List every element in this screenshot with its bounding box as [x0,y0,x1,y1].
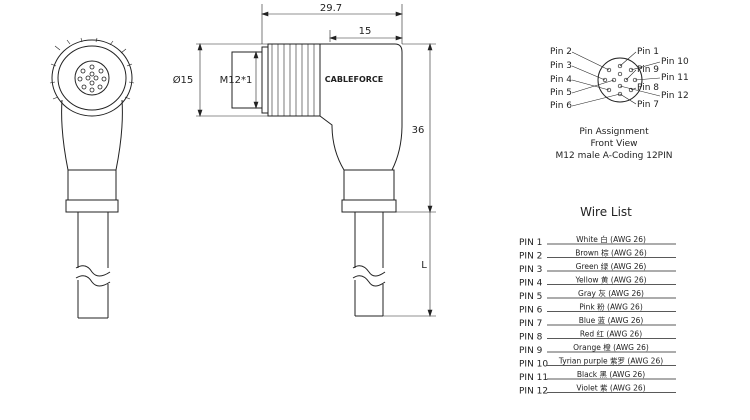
wire-list-row: PIN 6 Pink 粉 (AWG 26) [519,302,676,316]
pin-label-left: Pin 4 [550,75,572,85]
pin-label-left: Pin 3 [550,61,572,71]
pin-label-right: Pin 10 [661,57,689,67]
dimension-lines [196,4,436,317]
connector-front-view [49,37,135,319]
wire-list-row: PIN 12 Violet 紫 (AWG 26) [519,384,676,397]
pin-caption-line: M12 male A-Coding 12PIN [555,151,672,161]
pin-label-right: Pin 7 [637,100,659,110]
wire-pin-label: PIN 7 [519,319,542,329]
wire-list-row: PIN 2 Brown 棕 (AWG 26) [519,248,676,262]
wire-color-desc: Red 红 (AWG 26) [580,329,642,339]
wire-list-row: PIN 9 Orange 橙 (AWG 26) [519,342,676,356]
pin-label-left: Pin 6 [550,101,572,111]
wire-color-desc: Black 黑 (AWG 26) [577,370,645,379]
pin-label-left: Pin 2 [550,47,572,57]
dim-height: 36 [412,125,425,136]
wire-list-row: PIN 3 Green 绿 (AWG 26) [519,262,676,275]
wire-pin-label: PIN 4 [519,279,543,289]
wire-pin-label: PIN 2 [519,252,542,262]
wire-pin-label: PIN 6 [519,306,543,316]
pin-assignment-diagram [571,51,661,107]
wire-list-row: PIN 11 Black 黑 (AWG 26) [519,370,676,383]
pin-caption-line: Front View [591,139,638,149]
connector-side-view: CABLEFORCE [231,43,403,317]
dim-overall-length: 29.7 [320,3,342,14]
pin-label-right: Pin 11 [661,73,689,83]
pin-label-right: Pin 8 [637,83,659,93]
wire-list-row: PIN 4 Yellow 黄 (AWG 26) [519,275,676,289]
wire-pin-label: PIN 10 [519,360,548,370]
pin-label-right: Pin 12 [661,91,689,101]
wire-color-desc: Green 绿 (AWG 26) [576,262,647,271]
wire-list-row: PIN 5 Gray 灰 (AWG 26) [519,288,676,302]
wire-color-desc: Violet 紫 (AWG 26) [576,384,645,393]
wire-pin-label: PIN 9 [519,346,543,356]
pin-label-right: Pin 9 [637,65,659,75]
wire-pin-label: PIN 12 [519,387,548,397]
brand-label: CABLEFORCE [325,75,383,84]
wire-color-desc: Tyrian purple 紫罗 (AWG 26) [558,357,663,366]
wire-list-row: PIN 1 White 白 (AWG 26) [519,234,676,248]
dim-diameter: Ø15 [173,74,194,86]
wire-pin-label: PIN 5 [519,292,542,302]
pin-caption-line: Pin Assignment [579,127,649,137]
dim-head-width: 15 [359,26,372,37]
wire-list-table: PIN 1 White 白 (AWG 26) PIN 2 Brown 棕 (AWG 2… [519,234,676,397]
dim-thread: M12*1 [220,75,253,86]
wire-color-desc: White 白 (AWG 26) [576,234,646,244]
wire-color-desc: Orange 橙 (AWG 26) [573,342,649,352]
wire-color-desc: Pink 粉 (AWG 26) [579,302,643,312]
wire-pin-label: PIN 8 [519,333,543,343]
wire-color-desc: Gray 灰 (AWG 26) [578,288,644,298]
wire-color-desc: Yellow 黄 (AWG 26) [574,275,646,285]
wire-list-row: PIN 10 Tyrian purple 紫罗 (AWG 26) [519,357,676,370]
wire-list-title: Wire List [580,205,632,219]
pin-label-right: Pin 1 [637,47,659,57]
wire-pin-label: PIN 1 [519,238,542,248]
pin-label-left: Pin 5 [550,88,572,98]
wire-color-desc: Blue 蓝 (AWG 26) [579,315,644,325]
wire-pin-label: PIN 3 [519,265,542,275]
wire-color-desc: Brown 棕 (AWG 26) [575,248,647,258]
wire-list-row: PIN 7 Blue 蓝 (AWG 26) [519,315,676,329]
wire-pin-label: PIN 11 [519,373,548,383]
wire-list-row: PIN 8 Red 红 (AWG 26) [519,329,676,343]
dim-cable-length: L [421,260,427,271]
